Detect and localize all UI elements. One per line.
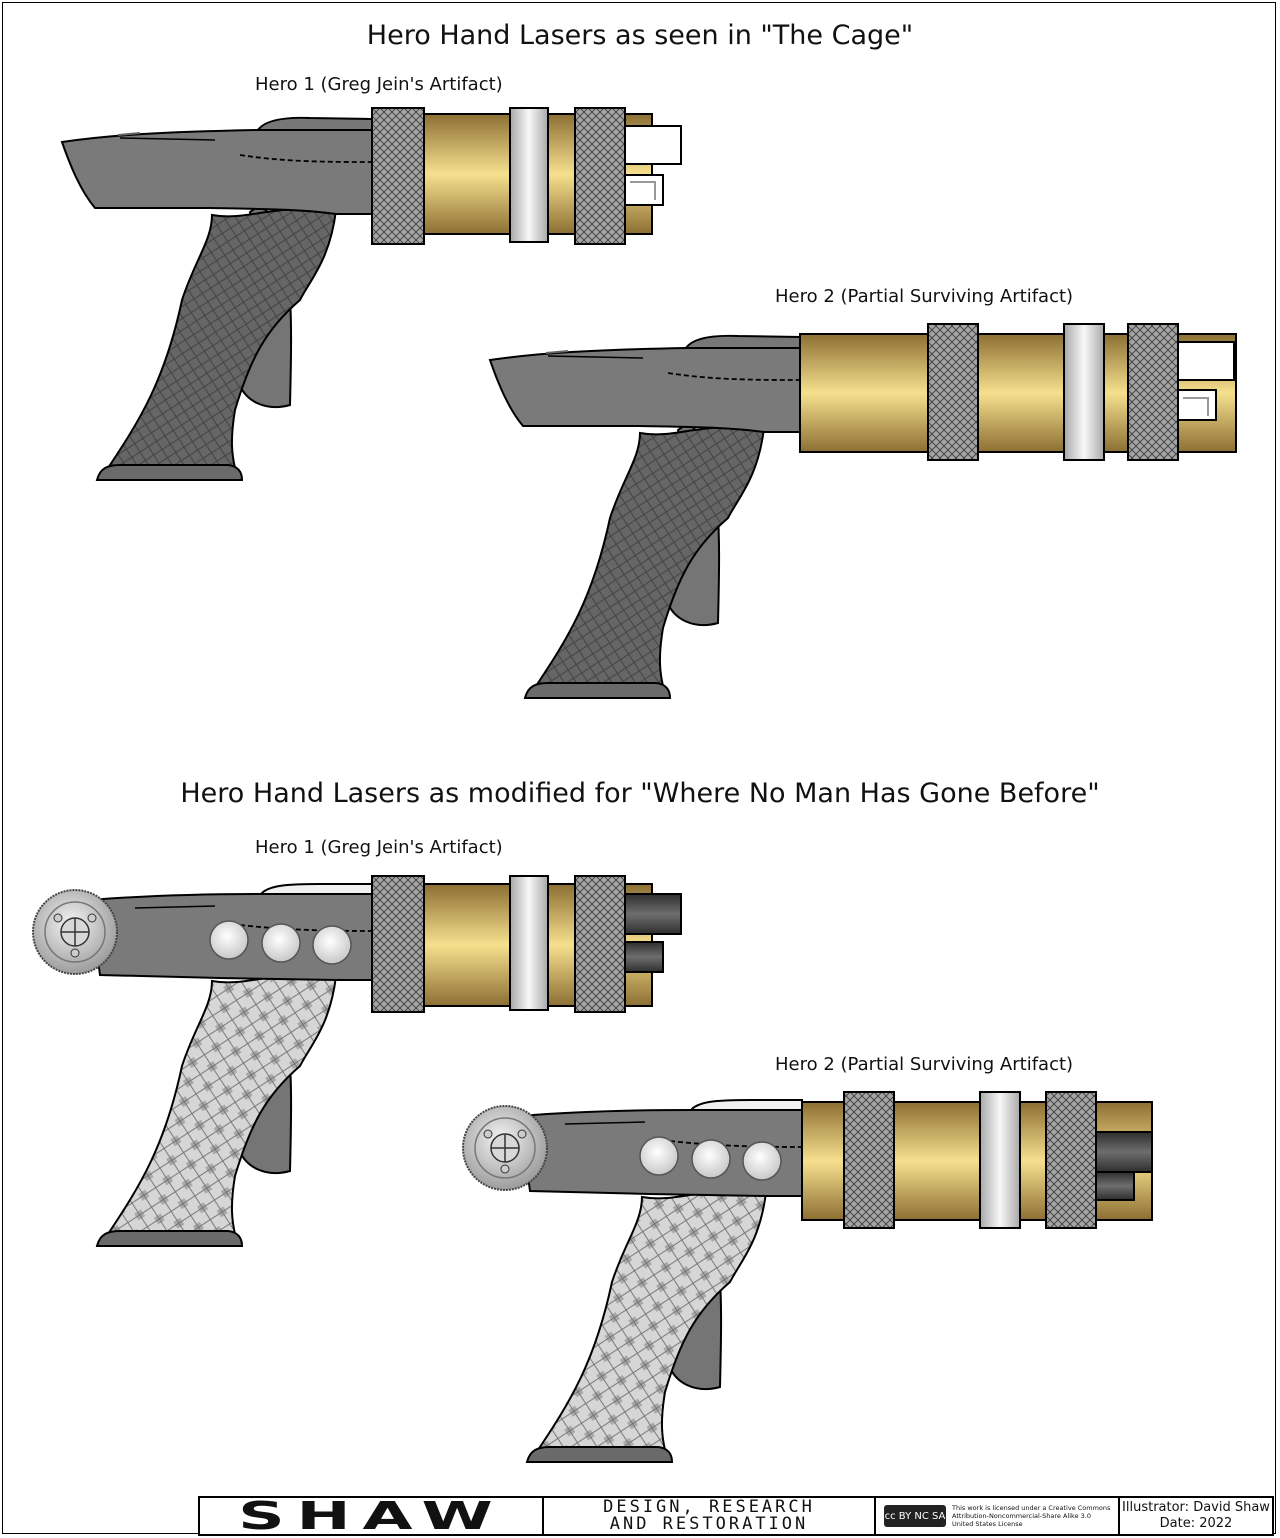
tagline-line1: DESIGN, RESEARCH xyxy=(603,1497,815,1517)
tagline-line2: AND RESTORATION xyxy=(609,1514,809,1534)
license-line3: United States License xyxy=(952,1520,1023,1528)
caption-wnm-hero2: Hero 2 (Partial Surviving Artifact) xyxy=(775,1054,1074,1075)
cc-license-icon: cc BY NC SA xyxy=(884,1505,946,1527)
license-line2: Attribution-Noncommercial-Share Alike 3.… xyxy=(952,1512,1091,1520)
license-line1: This work is licensed under a Creative C… xyxy=(952,1504,1111,1512)
laser-wnm-hero2 xyxy=(462,1091,1153,1463)
laser-cage-hero2 xyxy=(489,323,1237,699)
license-text: This work is licensed under a Creative C… xyxy=(952,1504,1110,1528)
shaw-logo: SHAW xyxy=(200,1494,544,1538)
logo-text: SHAW xyxy=(237,1494,505,1538)
caption-cage-hero2: Hero 2 (Partial Surviving Artifact) xyxy=(775,286,1074,307)
company-tagline: DESIGN, RESEARCH AND RESTORATION xyxy=(544,1498,876,1534)
illustrator-name: Illustrator: David Shaw xyxy=(1122,1500,1270,1515)
title-where-no-man: Hero Hand Lasers as modified for "Where … xyxy=(180,778,1100,809)
title-the-cage: Hero Hand Lasers as seen in "The Cage" xyxy=(366,20,914,51)
license-block: cc BY NC SA This work is licensed under … xyxy=(876,1498,1120,1534)
caption-cage-hero1: Hero 1 (Greg Jein's Artifact) xyxy=(255,74,503,95)
title-block: SHAW DESIGN, RESEARCH AND RESTORATION cc… xyxy=(198,1496,1274,1536)
drawing-date: Date: 2022 xyxy=(1159,1516,1233,1531)
illustrator-block: Illustrator: David Shaw Date: 2022 xyxy=(1120,1498,1272,1534)
caption-wnm-hero1: Hero 1 (Greg Jein's Artifact) xyxy=(255,837,503,858)
